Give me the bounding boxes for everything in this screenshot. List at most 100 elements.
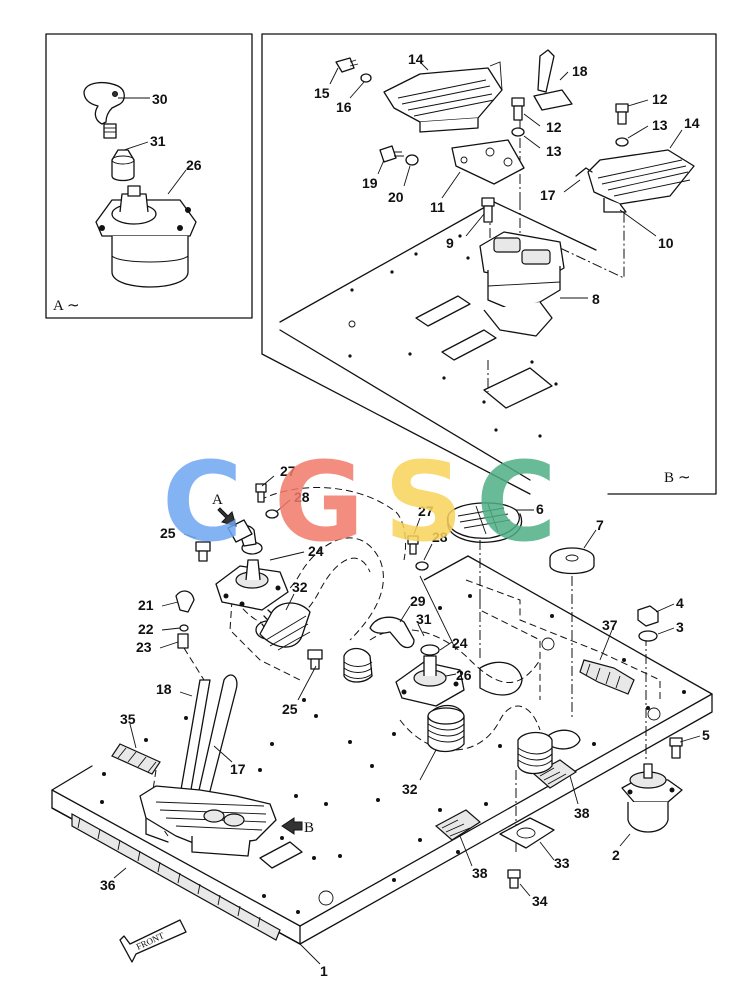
inset-view-b: B ∼	[261, 33, 717, 495]
view-b-arrow-icon	[281, 817, 303, 835]
joystick-grip-29-icon	[369, 616, 415, 649]
callout-25-lower: 25	[282, 701, 298, 717]
travel-pedal-left-icon	[383, 61, 503, 133]
callout-31: 31	[416, 611, 432, 627]
pedal-valve-icon	[479, 231, 565, 337]
pilot-valve-left-icon	[215, 524, 289, 611]
washer-20-icon	[405, 154, 419, 166]
callout-32-left: 32	[292, 579, 308, 595]
travel-pedals-main-icon	[139, 785, 277, 857]
front-label: FRONT	[135, 930, 166, 952]
bolt-27-right-icon	[407, 535, 419, 555]
washer-13-right-icon	[615, 137, 629, 147]
callout-28-left: 28	[294, 489, 310, 505]
bolt-25-upper-icon	[195, 541, 211, 562]
inset-a-frame	[45, 33, 253, 319]
callout-38-center: 38	[472, 865, 488, 881]
watermark-letter-3: S	[384, 438, 463, 566]
bolt-27-left-icon	[255, 483, 267, 503]
callout-14-left: 14	[408, 51, 424, 67]
callout-17-inset: 17	[540, 187, 556, 203]
callout-18: 18	[156, 681, 172, 697]
callout-6: 6	[536, 501, 544, 517]
floor-opening-center	[479, 661, 523, 696]
bolt-34-icon	[507, 869, 521, 889]
hose-routing-upper	[259, 487, 407, 561]
seal-35-icon	[111, 743, 161, 775]
inset-floor-holes	[348, 234, 558, 438]
callout-24-left: 24	[308, 543, 324, 559]
callout-13-left: 13	[546, 143, 562, 159]
callout-25-upper: 25	[160, 525, 176, 541]
callout-24-right: 24	[452, 635, 468, 651]
bellows-32-right-icon	[427, 704, 465, 753]
bolt-5-icon	[669, 737, 683, 759]
view-a-marker: A	[212, 492, 223, 508]
callout-32-right: 32	[402, 781, 418, 797]
callout-8: 8	[592, 291, 600, 307]
floor-opening-front	[259, 841, 303, 869]
front-arrow-icon	[119, 919, 187, 963]
floor-seal-36-icon	[71, 812, 281, 941]
callout-34: 34	[532, 893, 548, 909]
callout-27-left: 27	[280, 463, 296, 479]
callout-31: 31	[150, 133, 166, 149]
cover-plate-6-icon	[446, 502, 523, 543]
washer-13-icon	[511, 127, 525, 137]
inset-a-tilde: ∼	[67, 298, 80, 314]
watermark-letter-1: C	[162, 438, 243, 566]
callout-38-right: 38	[574, 805, 590, 821]
bracket-plate-icon	[451, 139, 525, 185]
callout-36: 36	[100, 877, 116, 893]
washer-3-icon	[638, 630, 658, 642]
knob-21-icon	[175, 590, 195, 613]
callout-27-right: 27	[418, 503, 434, 519]
travel-pedal-right-icon	[587, 149, 695, 213]
callout-9: 9	[446, 235, 454, 251]
callout-18-inset: 18	[572, 63, 588, 79]
nut-22-icon	[179, 624, 189, 632]
bolt-9-icon	[481, 197, 495, 223]
washer-28-right-icon	[415, 561, 429, 571]
main-floor-assembly: FRONT A B 27 28 25 24 6 7 27 28 32 21 22…	[51, 463, 713, 979]
inset-view-a: A ∼ 30 31	[45, 33, 253, 319]
callout-13-right: 13	[652, 117, 668, 133]
pilot-valve-icon	[95, 185, 197, 288]
watermark-letter-4: C	[476, 438, 557, 566]
callout-37: 37	[602, 617, 618, 633]
callout-17: 17	[230, 761, 246, 777]
bolt-19-icon	[379, 145, 404, 163]
callout-22: 22	[138, 621, 154, 637]
callout-29: 29	[410, 593, 426, 609]
callout-12-left: 12	[546, 119, 562, 135]
watermark-letter-2: G	[274, 438, 364, 566]
bolt-12-right-icon	[615, 103, 629, 125]
inset-b-frame-left	[261, 33, 531, 495]
nut-4-icon	[637, 605, 659, 627]
pilot-valve-right-icon	[395, 644, 465, 707]
inset-a-label: A	[53, 298, 64, 314]
hose-32-right-outline	[369, 629, 541, 683]
callout-3: 3	[676, 619, 684, 635]
callout-19: 19	[362, 175, 378, 191]
callout-28-right: 28	[432, 529, 448, 545]
callout-11: 11	[430, 199, 445, 215]
callout-1: 1	[320, 963, 328, 979]
washer-28-left-icon	[265, 509, 279, 519]
callout-12-right: 12	[652, 91, 668, 107]
bellows-mid-icon	[343, 647, 373, 683]
plate-33-icon	[499, 817, 555, 849]
inset-floor-openings	[415, 295, 553, 409]
inset-b-tilde: ∼	[678, 470, 691, 486]
callout-26: 26	[456, 667, 472, 683]
callout-2: 2	[612, 847, 620, 863]
lever-bracket-icon	[533, 49, 573, 111]
isolator-mount-2-icon	[621, 763, 683, 833]
bellows-32-left-icon	[255, 602, 311, 651]
callout-23: 23	[136, 639, 152, 655]
seal-38-center-icon	[434, 809, 482, 841]
bolt-12-icon	[511, 97, 525, 121]
callout-4: 4	[676, 595, 684, 611]
bolt-25-lower-icon	[307, 649, 323, 670]
